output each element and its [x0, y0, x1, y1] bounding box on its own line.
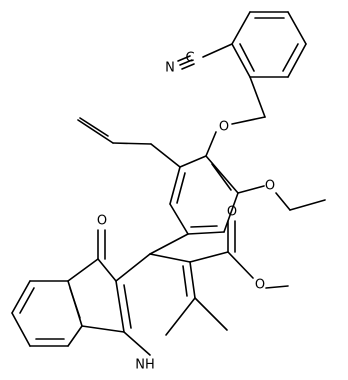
- bond: [231, 11, 251, 45]
- bond: [149, 253, 191, 263]
- bond: [67, 325, 83, 347]
- bond: [177, 55, 191, 62]
- bond: [79, 117, 109, 137]
- bond: [169, 203, 189, 235]
- bond: [81, 325, 125, 333]
- atom-labels: C N O O O O O NH: [97, 51, 275, 373]
- amine-nh-label: NH: [135, 358, 155, 373]
- nitrile-nitrogen-label: N: [165, 61, 175, 76]
- bond: [115, 253, 151, 282]
- bond: [181, 63, 195, 70]
- bond: [249, 76, 266, 118]
- bond: [149, 233, 189, 255]
- ketone-oxygen-label: O: [97, 214, 107, 229]
- bond: [123, 331, 151, 356]
- bond: [275, 192, 291, 211]
- bond: [67, 258, 99, 282]
- bond: [179, 155, 207, 168]
- bond: [287, 43, 307, 78]
- bond: [97, 258, 117, 282]
- bond: [282, 43, 299, 72]
- bond: [19, 287, 35, 314]
- bond: [231, 116, 266, 125]
- bond: [123, 284, 132, 329]
- bond: [112, 142, 152, 145]
- bond: [77, 119, 114, 144]
- nitrile-carbon-label: C: [185, 51, 194, 66]
- bond: [11, 280, 31, 314]
- bond: [11, 312, 31, 347]
- bond: [189, 251, 229, 263]
- bond: [227, 251, 254, 279]
- bond: [205, 155, 239, 194]
- bond: [179, 59, 193, 66]
- bond: [169, 166, 181, 205]
- bond: [205, 131, 217, 157]
- bond: [150, 143, 181, 168]
- bond: [239, 43, 255, 72]
- ethoxy-oxygen-label: O: [265, 179, 275, 194]
- bond: [165, 297, 196, 336]
- bond: [182, 265, 188, 297]
- bonds: [11, 11, 326, 356]
- bond: [187, 231, 225, 235]
- bond: [265, 285, 289, 289]
- bond: [231, 43, 251, 78]
- bond: [211, 163, 232, 191]
- bond: [287, 11, 307, 45]
- bond: [176, 172, 186, 204]
- bond: [194, 297, 228, 331]
- bond: [223, 192, 239, 233]
- bond: [115, 280, 125, 333]
- bond: [202, 43, 233, 58]
- bond: [237, 185, 265, 194]
- ester-oxygen-label: O: [255, 278, 265, 293]
- ester-carbonyl-oxygen-label: O: [227, 205, 237, 220]
- bond: [289, 199, 326, 211]
- bond: [189, 261, 196, 299]
- bond: [190, 225, 218, 228]
- ether-oxygen-label: O: [219, 120, 229, 135]
- bond: [69, 287, 81, 319]
